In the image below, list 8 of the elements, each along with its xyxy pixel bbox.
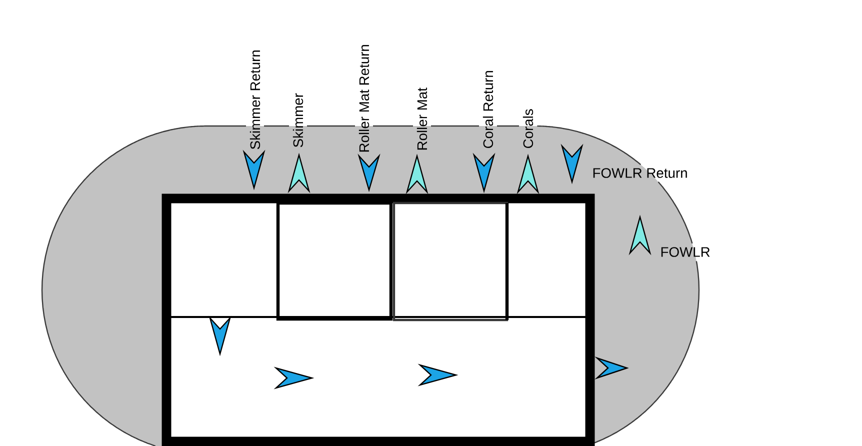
flow-label: Roller Mat <box>416 88 428 150</box>
flow-label: Roller Mat Return <box>358 45 370 152</box>
flow-label: Corals <box>522 109 534 148</box>
flow-label: FOWLR <box>661 247 710 257</box>
flow-label: FOWLR Return <box>593 168 687 178</box>
flow-label: Skimmer <box>292 93 304 148</box>
flow-label: Skimmer Return <box>250 50 260 150</box>
flow-label: Coral Return <box>482 71 494 148</box>
